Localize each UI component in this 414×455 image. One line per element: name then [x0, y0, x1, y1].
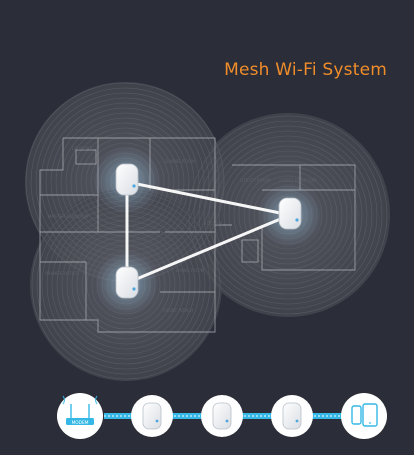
mesh-link-c: [125, 213, 292, 285]
room-label-dining: DINING ROOM: [165, 159, 195, 164]
room-label-utility: UTILITY ROOM: [240, 178, 270, 183]
modem-router-icon: MODEM: [57, 393, 103, 439]
signal-ring: [203, 130, 373, 300]
chain-unit-2: [201, 395, 243, 437]
signal-ring: [223, 150, 353, 280]
room-label-living: LIVING ROOM: [176, 268, 205, 273]
signal-ring: [208, 135, 368, 295]
room-label-guest: GUEST BEDROOM: [279, 178, 317, 183]
page-title: Mesh Wi-Fi System: [224, 60, 387, 80]
mesh-unit-top: [115, 163, 139, 196]
mesh-link-a: [125, 180, 292, 217]
signal-ring: [238, 165, 338, 265]
signal-ring: [213, 140, 363, 290]
signal-ring: [193, 120, 383, 310]
mesh-unit-right: [278, 197, 302, 230]
room-label-kitchen: KITCHEN: [204, 221, 222, 226]
signal-ring: [198, 125, 378, 305]
mesh-unit-bottom: [115, 266, 139, 299]
network-chain: MODEM: [57, 393, 387, 439]
phone-tablet-icon: [341, 393, 387, 439]
mesh-links: [125, 180, 292, 285]
signal-ring: [218, 145, 358, 285]
signal-ring: [248, 175, 328, 255]
signal-ring: [243, 170, 333, 260]
chain-unit-3: [271, 395, 313, 437]
room-label-front: FRONT PORCH: [163, 308, 193, 313]
chain-unit-1: [131, 395, 173, 437]
room-label-office: PRIVATE OFFICE: [45, 271, 79, 276]
floor-plan-labels: LAUNDRY DINING ROOM UTILITY ROOM GUEST B…: [45, 146, 317, 313]
modem-label: MODEM: [72, 420, 89, 426]
signal-ring: [228, 155, 348, 275]
room-label-master: MASTER BEDROOM: [48, 214, 89, 219]
signal-ring: [233, 160, 343, 270]
room-label-laundry: LAUNDRY: [72, 146, 92, 151]
